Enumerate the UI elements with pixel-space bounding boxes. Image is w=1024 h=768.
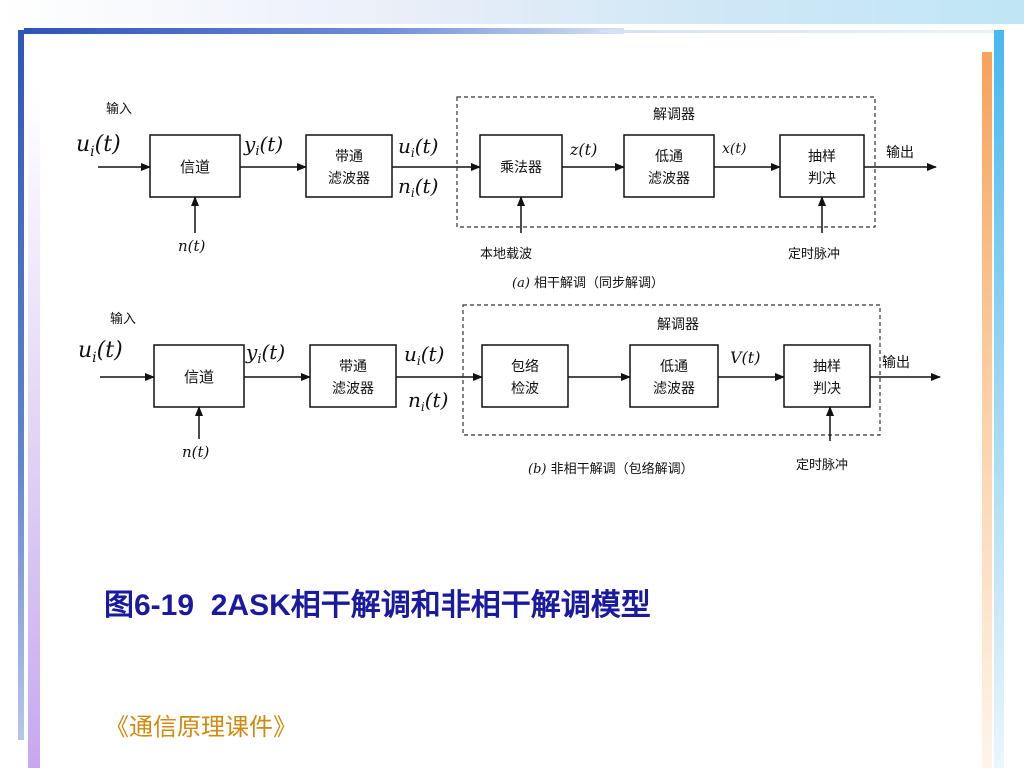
b-input-signal: ui(t) — [78, 338, 123, 366]
a-channel-out-label: yi(t) — [243, 132, 283, 159]
b-input-label: 输入 — [110, 311, 136, 327]
b-channel-block — [153, 344, 245, 408]
header-gradient-bar — [0, 0, 1024, 24]
a-sampler-line2: 判决 — [808, 171, 836, 187]
a-sampler-decision-block — [779, 134, 865, 198]
diagram-a-coherent: 输入 ui(t) 信道 n(t) yi(t) 带通 滤波器 ui(t) ni(t… — [76, 96, 937, 291]
a-input-label: 输入 — [106, 101, 132, 117]
b-envelope-line2: 检波 — [511, 381, 539, 397]
a-bpf-out-signal: ui(t) — [398, 134, 438, 160]
b-noise-label: n(t) — [182, 443, 210, 461]
a-noise-label: n(t) — [178, 237, 206, 255]
b-lpf-line1: 低通 — [660, 359, 688, 375]
left-accent-stripe — [18, 30, 24, 740]
b-channel-out-label: yi(t) — [245, 340, 285, 367]
a-channel-label: 信道 — [180, 158, 210, 176]
b-channel-label: 信道 — [184, 368, 214, 386]
right-accent-stripe-orange — [982, 52, 992, 768]
a-demodulator-boundary — [456, 96, 876, 228]
b-lowpass-filter-block — [629, 344, 719, 408]
b-lpf-out-label: V(t) — [730, 348, 760, 367]
a-mixer-out-label: z(t) — [569, 140, 597, 159]
b-envelope-detector-block — [481, 344, 569, 408]
b-sampler-decision-block — [783, 344, 871, 408]
a-bpf-line2: 滤波器 — [328, 171, 370, 187]
b-demodulator-label: 解调器 — [657, 317, 699, 333]
header-accent-line — [24, 28, 624, 34]
b-envelope-line1: 包络 — [511, 359, 539, 375]
a-output-label: 输出 — [886, 145, 914, 161]
a-demodulator-label: 解调器 — [653, 107, 695, 123]
b-bpf-line2: 滤波器 — [332, 381, 374, 397]
a-diagram-title: (a) 相干解调（同步解调） — [512, 276, 664, 291]
course-title-footer: 《通信原理课件》 — [105, 714, 297, 741]
a-bpf-line1: 带通 — [335, 149, 363, 165]
diagram-b-noncoherent: 输入 ui(t) 信道 n(t) yi(t) 带通 滤波器 ui(t) ni(t… — [78, 304, 941, 477]
a-input-signal: ui(t) — [76, 132, 121, 160]
b-diagram-title: (b) 非相干解调（包络解调） — [528, 461, 694, 477]
b-demodulator-boundary — [462, 304, 881, 436]
b-sampler-line2: 判决 — [813, 381, 841, 397]
a-lpf-line1: 低通 — [655, 149, 683, 165]
b-bandpass-filter-block — [309, 344, 397, 408]
a-bpf-out-noise: ni(t) — [398, 174, 438, 200]
a-carrier-label: 本地载波 — [480, 247, 532, 262]
b-output-label: 输出 — [882, 355, 910, 371]
figure-caption: 图6-19 2ASK相干解调和非相干解调模型 — [104, 589, 651, 622]
b-bpf-out-noise: ni(t) — [408, 388, 448, 414]
a-bandpass-filter-block — [305, 134, 393, 198]
right-accent-stripe-blue — [994, 30, 1004, 768]
demodulation-block-diagram: 输入 ui(t) 信道 n(t) yi(t) 带通 滤波器 ui(t) ni(t… — [76, 96, 941, 477]
left-accent-stripe-light — [28, 90, 40, 768]
header-accent-line-fade — [600, 30, 1000, 33]
b-lpf-line2: 滤波器 — [653, 381, 695, 397]
a-sampler-line1: 抽样 — [808, 149, 836, 165]
a-lowpass-filter-block — [623, 134, 715, 198]
b-bpf-line1: 带通 — [339, 359, 367, 375]
b-sampler-line1: 抽样 — [813, 359, 841, 375]
a-lpf-out-label: x(t) — [722, 141, 746, 157]
a-multiplier-label: 乘法器 — [500, 160, 542, 176]
b-bpf-out-signal: ui(t) — [404, 342, 444, 368]
b-timing-label: 定时脉冲 — [796, 458, 848, 473]
a-lpf-line2: 滤波器 — [648, 171, 690, 187]
a-timing-label: 定时脉冲 — [788, 247, 840, 262]
